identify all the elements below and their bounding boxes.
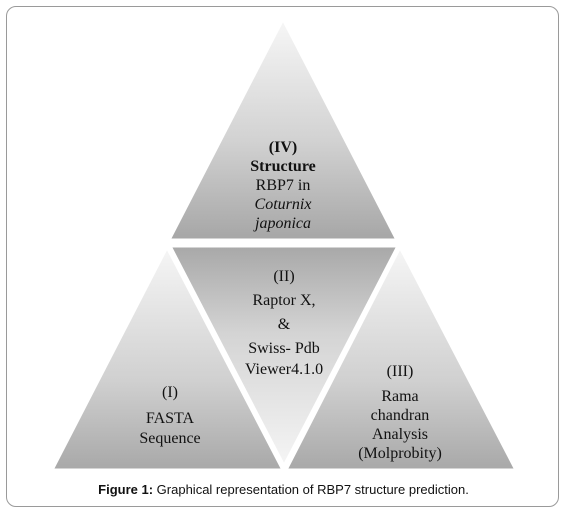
center-numeral: (II) [273,268,295,285]
right-line-chandran: chandran [370,407,430,424]
top-triangle-label: (IV) Structure RBP7 in Coturnix japonica [223,138,343,233]
caption-label: Figure 1: [98,482,154,497]
center-triangle [168,244,400,468]
right-numeral: (III) [386,363,414,380]
right-line-molprobity: (Molprobity) [358,445,442,462]
right-line-analysis: Analysis [372,426,428,443]
top-triangle [167,17,399,242]
top-line-coturnix: Coturnix [254,196,312,213]
left-triangle-label: (I) FASTA Sequence [120,383,220,449]
center-line-viewer: Viewer4.1.0 [244,361,324,378]
top-line-structure: Structure [250,158,316,175]
center-triangle-label: (II) Raptor X, & Swiss- Pdb Viewer4.1.0 [224,266,344,380]
center-line-raptor: Raptor X, [252,292,316,309]
right-line-rama: Rama [381,388,419,405]
center-line-swiss: Swiss- Pdb [248,340,320,357]
left-triangle [50,245,285,472]
caption-text: Graphical representation of RBP7 structu… [153,482,469,497]
top-numeral: (IV) [268,139,298,156]
right-triangle [284,245,518,472]
left-line-fasta: FASTA [145,410,195,427]
top-line-japonica: japonica [255,215,311,232]
figure-caption: Figure 1: Graphical representation of RB… [0,482,567,497]
left-numeral: (I) [162,384,178,401]
right-triangle-label: (III) Rama chandran Analysis (Molprobity… [340,362,460,463]
left-line-sequence: Sequence [139,430,201,447]
top-line-rbp7: RBP7 in [255,177,311,194]
center-line-amp: & [277,316,291,333]
